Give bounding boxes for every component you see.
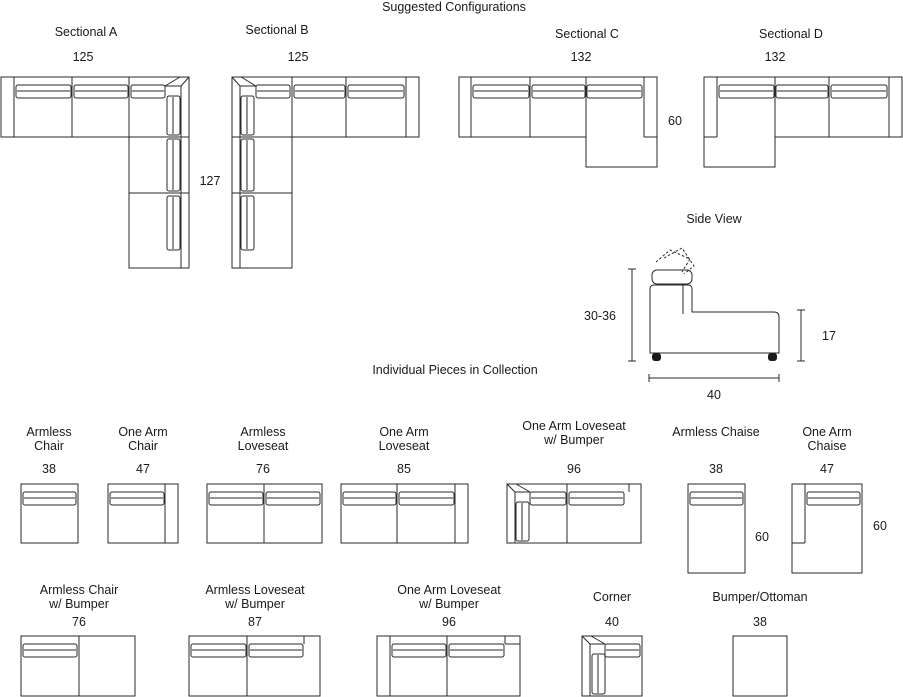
piece-width: 47 — [136, 462, 150, 476]
piece-depth: 60 — [755, 530, 769, 544]
piece-label-line2: Chair — [34, 439, 64, 453]
piece-drawing — [107, 483, 179, 544]
individual-pieces-heading: Individual Pieces in Collection — [372, 363, 537, 377]
piece-width: 87 — [248, 615, 262, 629]
piece-label-line1: One Arm — [379, 425, 428, 439]
piece-width: 76 — [72, 615, 86, 629]
piece-label-line1: One Arm — [802, 425, 851, 439]
piece-label-line2: Loveseat — [379, 439, 430, 453]
piece-label-line2: Loveseat — [238, 439, 289, 453]
piece-width: 38 — [753, 615, 767, 629]
sectional-b-name: Sectional B — [245, 23, 308, 37]
piece-one-arm-loveseat-bumper: One Arm Loveseat w/ Bumper 96 — [506, 419, 642, 544]
piece-label-line1: Armless — [26, 425, 71, 439]
piece-armless-chair-bumper: Armless Chair w/ Bumper 76 — [20, 583, 136, 697]
piece-armless-chaise: Armless Chaise 38 60 — [672, 425, 769, 574]
side-view-heading: Side View — [686, 212, 742, 226]
piece-drawing — [732, 635, 788, 697]
sectional-d: Sectional D 132 — [703, 27, 903, 168]
sectional-c: Sectional C 132 60 — [458, 27, 682, 168]
piece-label-line2: Chaise — [808, 439, 847, 453]
piece-drawing — [340, 483, 469, 544]
piece-armless-loveseat: Armless Loveseat 76 — [206, 425, 323, 544]
sectional-d-width: 132 — [765, 50, 786, 64]
sectional-b: Sectional B 125 — [231, 23, 420, 269]
piece-drawing — [20, 635, 136, 697]
piece-drawing — [506, 483, 642, 544]
piece-one-arm-chair: One Arm Chair 47 — [107, 425, 179, 544]
piece-label-line1: Bumper/Ottoman — [712, 590, 807, 604]
sectional-b-width: 125 — [288, 50, 309, 64]
piece-label-line1: One Arm Loveseat — [522, 419, 626, 433]
piece-width: 47 — [820, 462, 834, 476]
piece-label-line1: One Arm — [118, 425, 167, 439]
sectional-c-drawing — [458, 76, 658, 168]
piece-drawing — [20, 483, 79, 544]
sectional-a-depth: 127 — [200, 174, 221, 188]
piece-bumper-ottoman: Bumper/Ottoman 38 — [712, 590, 808, 697]
piece-label-line1: One Arm Loveseat — [397, 583, 501, 597]
piece-width: 96 — [442, 615, 456, 629]
piece-drawing — [581, 635, 643, 697]
piece-label-line2: w/ Bumper — [224, 597, 285, 611]
piece-one-arm-chaise: One Arm Chaise 47 60 — [791, 425, 887, 574]
piece-label-line1: Corner — [593, 590, 631, 604]
side-view-height: 30-36 — [584, 309, 616, 323]
sectional-a: Sectional A 125 127 — [0, 25, 221, 269]
side-view-drawing — [628, 247, 805, 382]
piece-armless-loveseat-bumper: Armless Loveseat w/ Bumper 87 — [188, 583, 321, 697]
piece-armless-chair: Armless Chair 38 — [20, 425, 79, 544]
piece-label-line1: Armless Loveseat — [205, 583, 305, 597]
piece-label-line1: Armless Chair — [40, 583, 119, 597]
piece-width: 40 — [605, 615, 619, 629]
side-view-seat-height: 17 — [822, 329, 836, 343]
piece-width: 85 — [397, 462, 411, 476]
sectional-d-name: Sectional D — [759, 27, 823, 41]
piece-label-line2: Chair — [128, 439, 158, 453]
sectional-c-width: 132 — [571, 50, 592, 64]
piece-label-line1: Armless Chaise — [672, 425, 760, 439]
piece-width: 38 — [42, 462, 56, 476]
piece-one-arm-loveseat: One Arm Loveseat 85 — [340, 425, 469, 544]
piece-one-arm-loveseat-bumper-2: One Arm Loveseat w/ Bumper 96 — [376, 583, 521, 697]
piece-drawing — [206, 483, 323, 544]
sectional-b-drawing — [231, 76, 420, 269]
sectional-a-name: Sectional A — [55, 25, 118, 39]
piece-drawing — [188, 635, 321, 697]
sectional-a-width: 125 — [73, 50, 94, 64]
piece-corner: Corner 40 — [581, 590, 643, 697]
piece-drawing — [376, 635, 521, 697]
piece-depth: 60 — [873, 519, 887, 533]
piece-width: 96 — [567, 462, 581, 476]
piece-label-line2: w/ Bumper — [543, 433, 604, 447]
piece-drawing — [687, 483, 746, 574]
sectional-c-depth: 60 — [668, 114, 682, 128]
suggested-configurations-heading: Suggested Configurations — [382, 0, 526, 14]
piece-width: 76 — [256, 462, 270, 476]
piece-label-line2: w/ Bumper — [48, 597, 109, 611]
sectional-d-drawing — [703, 76, 903, 168]
side-view-depth: 40 — [707, 388, 721, 402]
piece-label-line2: w/ Bumper — [418, 597, 479, 611]
piece-label-line1: Armless — [240, 425, 285, 439]
sectional-a-drawing — [0, 76, 190, 269]
piece-width: 38 — [709, 462, 723, 476]
piece-drawing — [791, 483, 863, 574]
sectional-c-name: Sectional C — [555, 27, 619, 41]
side-view: Side View 30-36 17 40 — [584, 212, 836, 402]
